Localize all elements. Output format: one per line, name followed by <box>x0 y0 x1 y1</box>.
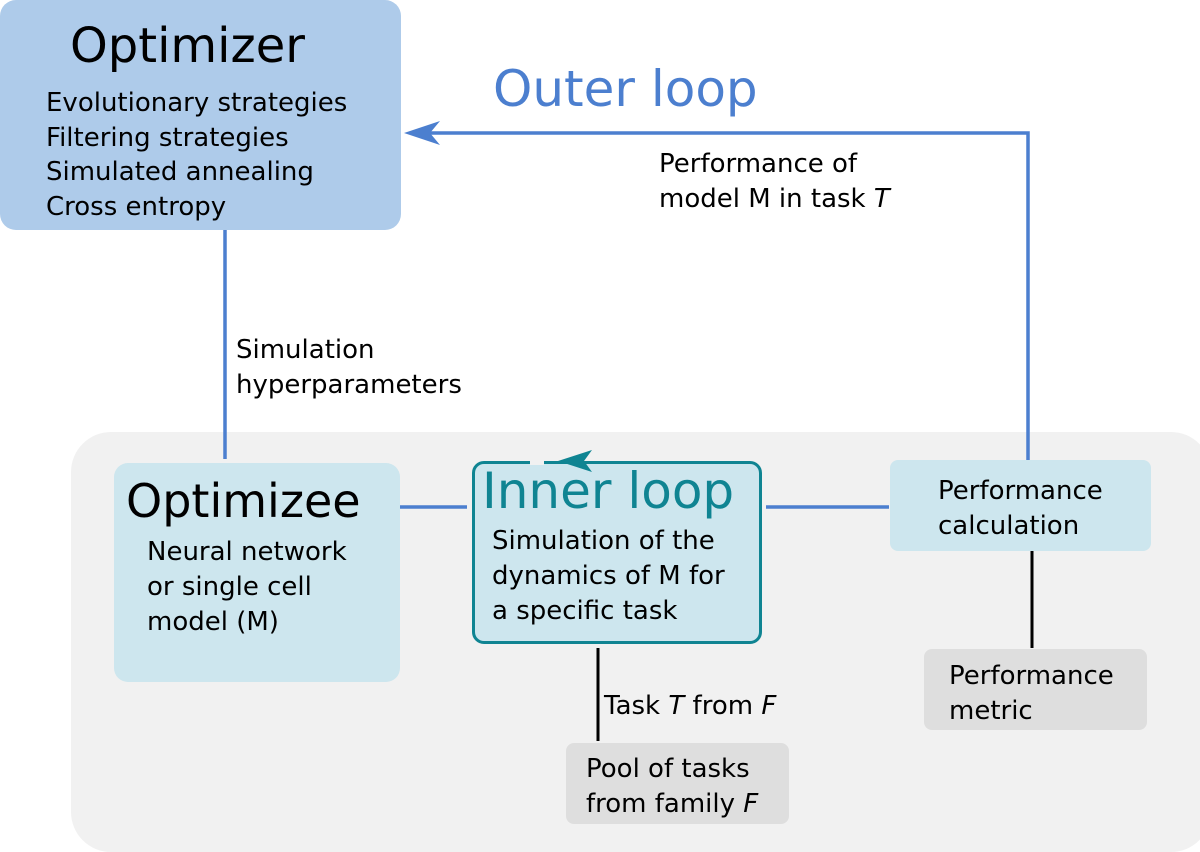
optimizer-method: Simulated annealing <box>46 157 314 187</box>
optimizer-method: Cross entropy <box>46 191 227 222</box>
inner-loop-title: Inner loop <box>482 462 735 520</box>
family-symbol: F <box>743 789 759 819</box>
outer-loop-feedback-line <box>420 131 1030 460</box>
hyperparameters-label-line: Simulation <box>236 335 375 365</box>
performance-calculation-line: Performance <box>938 476 1103 506</box>
performance-metric-line: metric <box>949 696 1033 726</box>
task-pool-label: Pool of tasks from family F <box>586 752 758 822</box>
performance-metric-box <box>924 649 1147 730</box>
hyperparameters-label: Simulation hyperparameters <box>236 333 462 403</box>
feedback-label-line: Performance of <box>659 149 858 179</box>
outer-loop-title: Outer loop <box>493 60 758 118</box>
performance-calculation-label: Performance calculation <box>938 474 1103 544</box>
optimizee-description: Neural network or single cell model (M) <box>147 535 347 640</box>
task-label: Task T from F <box>604 693 776 719</box>
task-symbol: T <box>668 691 685 721</box>
task-pool-line: from family F <box>586 787 758 822</box>
performance-metric-line: Performance <box>949 661 1114 691</box>
outer-loop-arrowhead-icon <box>404 121 440 145</box>
optimizer-method: Filtering strategies <box>46 122 289 153</box>
task-pool-box <box>566 743 789 824</box>
inner-loop-description-line: dynamics of M for <box>492 561 725 591</box>
optimizer-methods-list: Evolutionary strategies Filtering strate… <box>46 86 347 224</box>
task-symbol: T <box>873 184 890 214</box>
optimizee-description-line: or single cell <box>147 572 312 602</box>
optimizee-description-line: model (M) <box>147 607 279 637</box>
family-symbol: F <box>761 691 777 721</box>
task-label-text: from <box>684 691 762 721</box>
inner-loop-box <box>472 461 762 644</box>
optimizee-box <box>114 463 400 682</box>
inner-loop-description: Simulation of the dynamics of M for a sp… <box>492 524 725 629</box>
performance-metric-label: Performance metric <box>949 659 1114 729</box>
inner-loop-description-line: a specific task <box>492 596 678 626</box>
task-pool-line: Pool of tasks <box>586 754 750 784</box>
inner-loop-description-line: Simulation of the <box>492 526 715 556</box>
performance-calculation-line: calculation <box>938 511 1080 541</box>
task-label-text: Task <box>604 691 669 721</box>
optimizer-method: Evolutionary strategies <box>46 88 348 118</box>
feedback-label-line: model M in task T <box>659 182 890 217</box>
inner-loop-arrow-icon <box>530 450 592 472</box>
task-pool-text: from family <box>586 789 744 819</box>
feedback-label-text: model M in task <box>659 184 874 214</box>
optimizee-title: Optimizee <box>126 474 361 528</box>
optimizee-description-line: Neural network <box>147 537 347 567</box>
optimizer-box <box>0 0 401 230</box>
optimizer-title: Optimizer <box>70 18 305 74</box>
performance-feedback-label: Performance of model M in task T <box>659 147 890 217</box>
hyperparameters-label-line: hyperparameters <box>236 370 462 400</box>
performance-calculation-box <box>890 460 1151 551</box>
